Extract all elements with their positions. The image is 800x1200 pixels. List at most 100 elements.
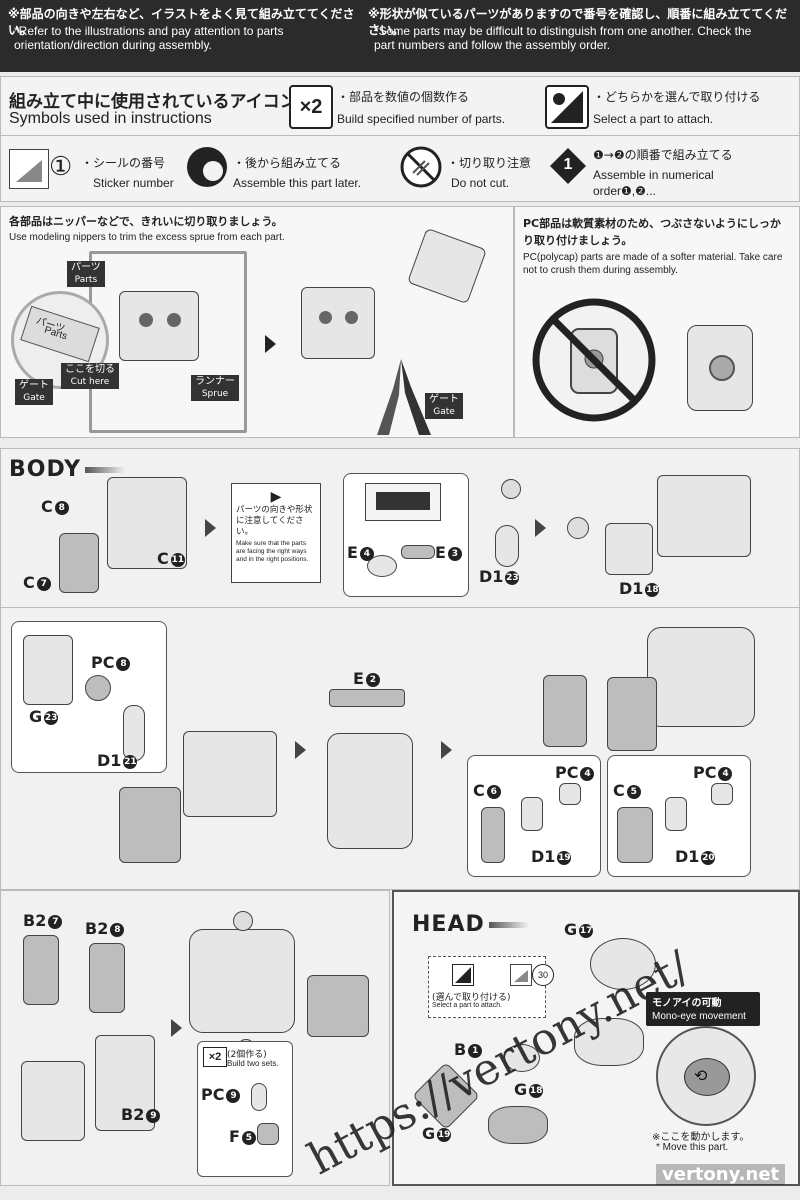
label-d1-21-num: 21 <box>123 754 138 769</box>
label-pc4a-num: 4 <box>580 766 595 781</box>
nipper-panel: 各部品はニッパーなどで、きれいに切り取りましょう。 Use modeling n… <box>0 206 514 438</box>
row-divider-1 <box>1 607 800 608</box>
pc4b-part <box>711 783 733 805</box>
label-pc4b-letter: PC <box>693 763 717 782</box>
label-b2-9-letter: B2 <box>121 1105 145 1124</box>
label-e3-num: 3 <box>447 546 462 561</box>
label-e3-letter: E <box>435 543 446 562</box>
sticker-desc-jp: ・シールの番号 <box>81 156 166 170</box>
select-desc-jp: ・どちらかを選んで取り付ける <box>593 90 761 104</box>
label-d1-20-num: 20 <box>701 850 716 865</box>
cut-here-en: Cut here <box>70 377 110 387</box>
caution-icon: ▶ <box>270 488 282 504</box>
label-d1-20-letter: D1 <box>675 847 700 866</box>
cut-here-label: ここを切る Cut here <box>61 363 119 389</box>
x2-badge: ×2 <box>289 85 333 129</box>
caution-note-en: Make sure that the parts are facing the … <box>236 540 309 563</box>
arrow-body-3 <box>295 741 306 759</box>
select-mini-icon <box>452 964 474 986</box>
select-icon <box>545 85 589 129</box>
b2-9-part <box>95 1035 155 1131</box>
pc-text-en: PC(polycap) parts are made of a softer m… <box>523 252 783 276</box>
header-bar: ※部品の向きや左右など、イラストをよく見て組み立ててください。 *Refer t… <box>0 0 800 72</box>
nipper-tool-icon <box>371 357 441 437</box>
trimmed-hole-left <box>319 311 332 324</box>
label-d1-23-letter: D1 <box>479 567 504 586</box>
nocut-desc-jp: ・切り取り注意 <box>447 156 532 170</box>
parts-label-jp: パーツ <box>71 262 101 273</box>
c5-part <box>617 807 653 863</box>
gate-label-en: Gate <box>23 393 45 403</box>
b1-part <box>504 1044 540 1072</box>
runner-label: ランナー Sprue <box>191 375 239 401</box>
icons-panel: 組み立て中に使用されているアイコン Symbols used in instru… <box>0 76 800 202</box>
mono-eye-box: モノアイの可動 Mono-eye movement <box>646 992 760 1026</box>
body-block-row2 <box>183 731 277 817</box>
order-desc-en: Assemble in numerical order❶,❷... <box>593 168 714 198</box>
order-desc-jp: ❶→❷の順番で組み立てる <box>593 148 733 162</box>
label-e2-num: 2 <box>365 672 380 687</box>
label-e2-letter: E <box>353 669 364 688</box>
label-d1-18-letter: D1 <box>619 579 644 598</box>
divider-line <box>1 135 800 136</box>
shoulder-right <box>607 677 657 751</box>
note-orientation-jp: ※部品の向きや左右など、イラストをよく見て組み立ててください。 <box>8 7 355 37</box>
order-diamond-icon: 1 <box>549 147 587 185</box>
label-g23-num: 23 <box>44 710 59 725</box>
label-c6-letter: C <box>473 781 485 800</box>
label-pc9-letter: PC <box>201 1085 225 1104</box>
nipper-text-en: Use modeling nippers to trim the excess … <box>9 232 285 243</box>
no-crush-icon <box>529 295 659 425</box>
label-d1-23-num: 23 <box>505 570 520 585</box>
d1-23-ball <box>501 479 521 499</box>
pc-text-jp: PC部品は軟質素材のため、つぶさないようにしっかり取り付けましょう。 <box>523 217 781 247</box>
trimmed-hole-right <box>345 311 358 324</box>
label-c8-num: 8 <box>54 500 69 515</box>
label-pc4a-letter: PC <box>555 763 579 782</box>
head-title: HEAD <box>412 912 529 937</box>
label-c6-num: 6 <box>486 784 501 799</box>
label-c7-num: 7 <box>36 576 51 591</box>
later-desc-en: Assemble this part later. <box>233 176 362 190</box>
label-g18-num: 18 <box>529 1083 544 1098</box>
d1-18-ball <box>567 517 589 539</box>
gate2-label-en: Gate <box>433 407 455 417</box>
arrow-body-2 <box>535 519 546 537</box>
label-b2-7-num: 7 <box>48 914 63 929</box>
arrow-body-5 <box>171 1019 182 1037</box>
label-pc8-num: 8 <box>116 656 131 671</box>
parts-label-en: Parts <box>74 275 98 285</box>
label-b1-letter: B <box>454 1040 467 1059</box>
label-c8-letter: C <box>41 497 53 516</box>
pc9-part <box>251 1083 267 1111</box>
runner-label-jp: ランナー <box>195 376 235 387</box>
e4-part <box>367 555 397 577</box>
label-c11-letter: C <box>157 549 169 568</box>
cut-here-jp: ここを切る <box>65 364 115 375</box>
label-pc8-letter: PC <box>91 653 115 672</box>
body-title: BODY <box>9 457 125 482</box>
sticker-number-badge: ① <box>49 151 73 181</box>
label-pc4b-num: 4 <box>718 766 733 781</box>
torso-main <box>647 627 755 727</box>
hip-block <box>189 929 295 1033</box>
part-hole-left <box>139 313 153 327</box>
label-g18-letter: G <box>514 1080 528 1099</box>
